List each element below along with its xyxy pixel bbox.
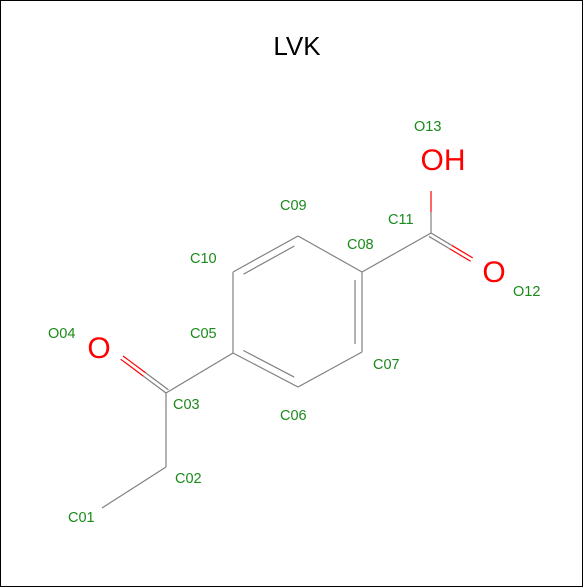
atom-label-C06: C06 [280,408,307,424]
atom-label-layer: C01 C02 C03 O04 C05 C06 C07 C08 C09 C10 … [48,119,540,526]
bond-layer [101,191,473,509]
bond-C08-C11 [361,251,397,273]
atom-label-O13: O13 [414,119,441,135]
atom-label-O12: O12 [513,284,540,300]
atom-label-C09: C09 [280,198,307,214]
atom-label-C02: C02 [175,471,202,487]
atom-symbol-O04: O [87,332,110,365]
bond-C03-O04 [142,375,167,394]
bond-C03-C05 [165,372,200,394]
bond-C03-C05 [199,352,234,374]
bond-C03-O04-second [145,372,169,391]
atom-label-C05: C05 [190,326,217,342]
atom-symbol-O13: OH [421,144,466,177]
atom-symbol-O12: O [482,256,505,289]
bond-C09-C10 [232,253,266,273]
bond-C08-C09 [329,253,363,273]
bond-C05-C06 [265,369,299,388]
bond-C06-C07 [329,351,363,371]
bond-C11-O12-second [428,235,451,250]
atom-label-C07: C07 [373,357,400,373]
atom-label-C11: C11 [388,212,414,228]
bond-C09-C10-inner [243,245,295,275]
bond-C11-O12 [451,244,473,259]
atom-label-C08: C08 [347,237,374,253]
atom-label-C03: C03 [173,397,200,413]
bond-C01-C02 [133,466,167,489]
bond-C08-C11 [396,232,432,254]
bond-C05-C06-inner [243,349,295,378]
bond-C09-C10 [265,235,299,255]
atom-label-O04: O04 [48,326,75,342]
bond-C06-C07 [297,368,331,388]
bond-C01-C02 [101,486,135,509]
atom-label-C01: C01 [68,510,95,526]
atom-label-C10: C10 [190,251,217,267]
bond-C11-O12 [430,232,453,246]
bond-C11-O12-second [449,248,471,262]
hetero-atom-layer: O O OH [87,144,505,365]
bond-C03-O04-second [122,355,147,374]
molecule-title: LVK [273,31,321,61]
bond-C03-O04 [120,358,144,377]
bond-C08-C09 [297,235,331,255]
bond-C05-C06 [232,352,266,371]
